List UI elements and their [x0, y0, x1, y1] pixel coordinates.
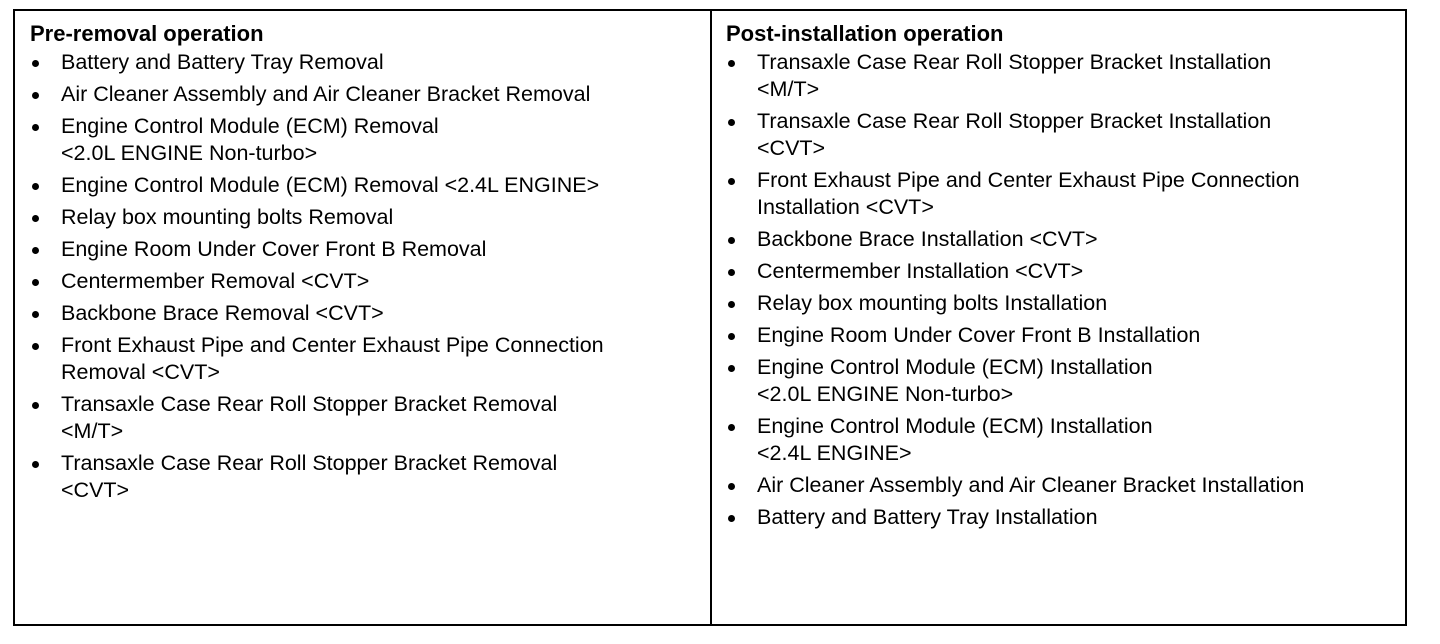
- bullet-icon: [32, 279, 39, 286]
- post-installation-item-text: Relay box mounting bolts Installation: [757, 291, 1108, 315]
- bullet-icon: [32, 60, 39, 67]
- post-installation-item-text: Transaxle Case Rear Roll Stopper Bracket…: [757, 109, 1272, 160]
- post-installation-item: Air Cleaner Assembly and Air Cleaner Bra…: [726, 472, 1399, 499]
- pre-removal-item-text: Centermember Removal <CVT>: [61, 269, 370, 293]
- post-installation-item-text: Air Cleaner Assembly and Air Cleaner Bra…: [757, 473, 1305, 497]
- pre-removal-item-text: Front Exhaust Pipe and Center Exhaust Pi…: [61, 333, 604, 384]
- pre-removal-item: Relay box mounting bolts Removal: [30, 204, 704, 231]
- post-installation-item-text: Centermember Installation <CVT>: [757, 259, 1084, 283]
- post-installation-list: Transaxle Case Rear Roll Stopper Bracket…: [726, 49, 1399, 531]
- operations-table: Pre-removal operation Battery and Batter…: [13, 9, 1407, 626]
- bullet-icon: [32, 461, 39, 468]
- pre-removal-item-text: Transaxle Case Rear Roll Stopper Bracket…: [61, 451, 558, 502]
- bullet-icon: [728, 237, 735, 244]
- post-installation-item-text: Battery and Battery Tray Installation: [757, 505, 1098, 529]
- post-installation-item: Front Exhaust Pipe and Center Exhaust Pi…: [726, 167, 1399, 221]
- post-installation-item: Backbone Brace Installation <CVT>: [726, 226, 1399, 253]
- pre-removal-title: Pre-removal operation: [30, 21, 264, 46]
- pre-removal-item: Transaxle Case Rear Roll Stopper Bracket…: [30, 391, 704, 445]
- post-installation-item: Engine Control Module (ECM) Installation…: [726, 354, 1399, 408]
- bullet-icon: [728, 269, 735, 276]
- bullet-icon: [32, 402, 39, 409]
- bullet-icon: [728, 301, 735, 308]
- pre-removal-item-text: Engine Control Module (ECM) Removal <2.4…: [61, 173, 600, 197]
- bullet-icon: [728, 365, 735, 372]
- bullet-icon: [728, 515, 735, 522]
- post-installation-item: Relay box mounting bolts Installation: [726, 290, 1399, 317]
- bullet-icon: [32, 343, 39, 350]
- pre-removal-item: Centermember Removal <CVT>: [30, 268, 704, 295]
- bullet-icon: [32, 215, 39, 222]
- bullet-icon: [32, 124, 39, 131]
- pre-removal-item-text: Engine Control Module (ECM) Removal <2.0…: [61, 114, 439, 165]
- pre-removal-column: Pre-removal operation Battery and Batter…: [15, 11, 712, 624]
- pre-removal-item: Engine Control Module (ECM) Removal <2.4…: [30, 172, 704, 199]
- post-installation-item-text: Engine Control Module (ECM) Installation…: [757, 414, 1153, 465]
- post-installation-item: Battery and Battery Tray Installation: [726, 504, 1399, 531]
- pre-removal-item-text: Transaxle Case Rear Roll Stopper Bracket…: [61, 392, 558, 443]
- post-installation-item: Transaxle Case Rear Roll Stopper Bracket…: [726, 108, 1399, 162]
- pre-removal-item: Front Exhaust Pipe and Center Exhaust Pi…: [30, 332, 704, 386]
- bullet-icon: [32, 92, 39, 99]
- bullet-icon: [728, 424, 735, 431]
- pre-removal-item-text: Battery and Battery Tray Removal: [61, 50, 384, 74]
- bullet-icon: [728, 483, 735, 490]
- post-installation-item-text: Engine Control Module (ECM) Installation…: [757, 355, 1153, 406]
- pre-removal-item: Transaxle Case Rear Roll Stopper Bracket…: [30, 450, 704, 504]
- pre-removal-item-text: Air Cleaner Assembly and Air Cleaner Bra…: [61, 82, 591, 106]
- pre-removal-item-text: Engine Room Under Cover Front B Removal: [61, 237, 487, 261]
- post-installation-item: Transaxle Case Rear Roll Stopper Bracket…: [726, 49, 1399, 103]
- pre-removal-item: Battery and Battery Tray Removal: [30, 49, 704, 76]
- pre-removal-item: Engine Control Module (ECM) Removal <2.0…: [30, 113, 704, 167]
- pre-removal-item: Air Cleaner Assembly and Air Cleaner Bra…: [30, 81, 704, 108]
- post-installation-item: Engine Room Under Cover Front B Installa…: [726, 322, 1399, 349]
- pre-removal-item-text: Backbone Brace Removal <CVT>: [61, 301, 384, 325]
- pre-removal-item-text: Relay box mounting bolts Removal: [61, 205, 394, 229]
- bullet-icon: [32, 183, 39, 190]
- post-installation-item-text: Backbone Brace Installation <CVT>: [757, 227, 1098, 251]
- post-installation-item: Engine Control Module (ECM) Installation…: [726, 413, 1399, 467]
- bullet-icon: [728, 60, 735, 67]
- pre-removal-item: Engine Room Under Cover Front B Removal: [30, 236, 704, 263]
- pre-removal-item: Backbone Brace Removal <CVT>: [30, 300, 704, 327]
- bullet-icon: [728, 333, 735, 340]
- post-installation-item: Centermember Installation <CVT>: [726, 258, 1399, 285]
- post-installation-item-text: Engine Room Under Cover Front B Installa…: [757, 323, 1201, 347]
- bullet-icon: [728, 178, 735, 185]
- bullet-icon: [32, 247, 39, 254]
- post-installation-item-text: Transaxle Case Rear Roll Stopper Bracket…: [757, 50, 1272, 101]
- bullet-icon: [728, 119, 735, 126]
- bullet-icon: [32, 311, 39, 318]
- post-installation-title: Post-installation operation: [726, 21, 1004, 46]
- post-installation-column: Post-installation operation Transaxle Ca…: [712, 11, 1405, 624]
- post-installation-item-text: Front Exhaust Pipe and Center Exhaust Pi…: [757, 168, 1300, 219]
